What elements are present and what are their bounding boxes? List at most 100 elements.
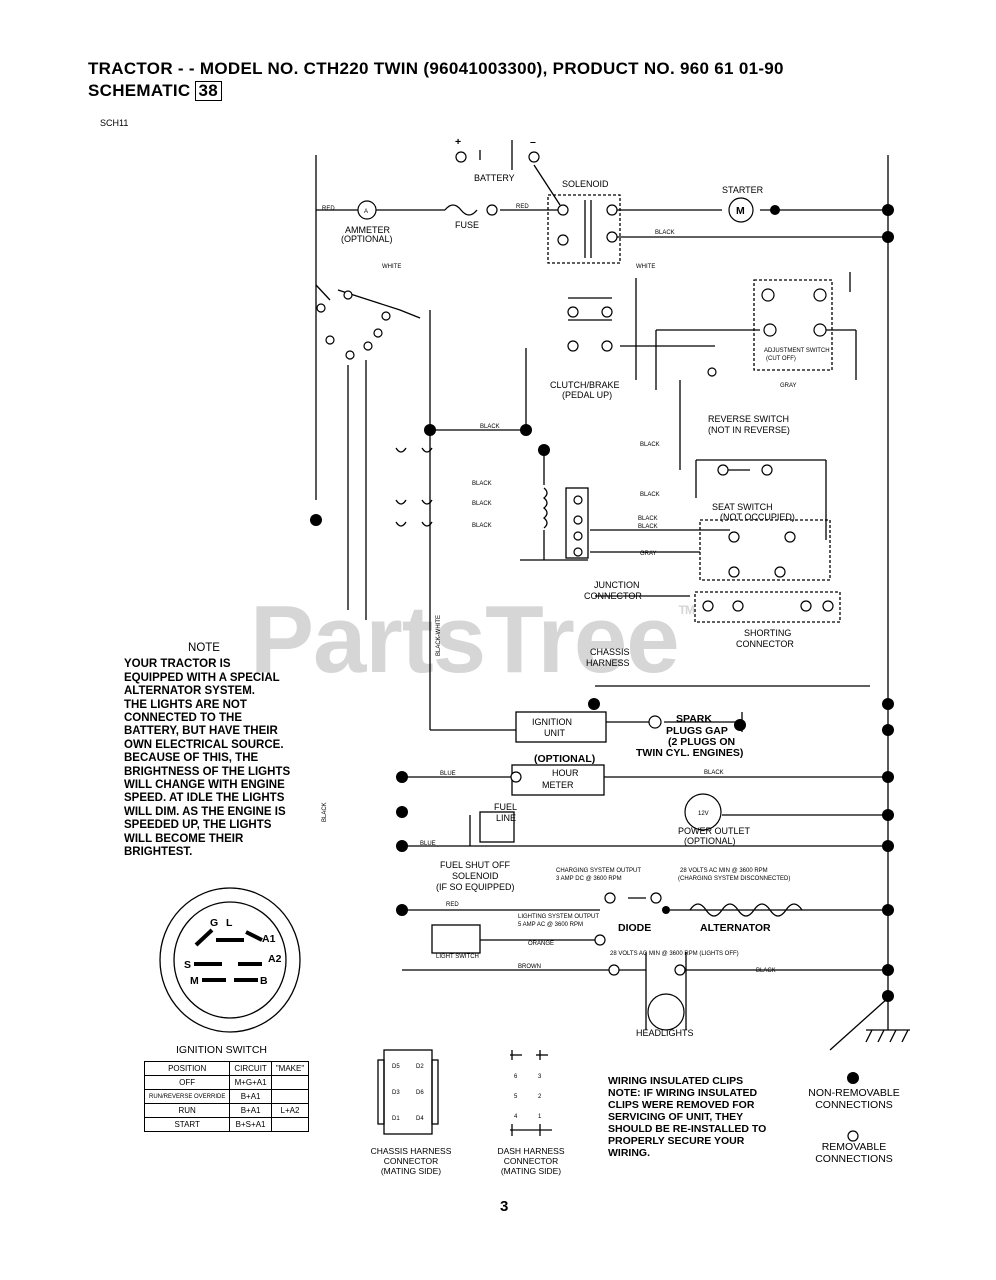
battery-label: BATTERY xyxy=(474,173,515,183)
wire-blue-label-2: BLUE xyxy=(420,841,436,847)
spark-gap-label: PLUGS GAP xyxy=(666,725,728,737)
legend-line: NON-REMOVABLE xyxy=(808,1087,900,1099)
wire-brown-label: BROWN xyxy=(518,964,541,970)
chassis-pin-d3: D3 xyxy=(392,1090,400,1096)
wire-red-label-2: RED xyxy=(516,204,529,210)
chassis-connector-line: (MATING SIDE) xyxy=(380,1166,442,1176)
note-title: NOTE xyxy=(188,642,220,654)
clips-note-line: CLIPS WERE REMOVED FOR xyxy=(608,1099,755,1111)
spark-engines-label: TWIN CYL. ENGINES) xyxy=(636,747,743,759)
lighting-output-sub-label: 5 AMP AC @ 3600 RPM xyxy=(518,922,583,928)
shorting-connector-label: SHORTING xyxy=(744,628,791,638)
dash-pin-1: 1 xyxy=(538,1114,542,1120)
table-cell: OFF xyxy=(143,1075,231,1090)
note-line: ALTERNATOR SYSTEM. xyxy=(124,685,255,698)
chassis-connector-line: CHASSIS HARNESS xyxy=(370,1146,452,1156)
ammeter-optional-label: (OPTIONAL) xyxy=(341,234,393,244)
clutch-brake-label: CLUTCH/BRAKE xyxy=(550,380,620,390)
note-line: THE LIGHTS ARE NOT xyxy=(124,698,247,711)
volts-label-1: 28 VOLTS AC MIN @ 3600 RPM xyxy=(680,868,768,874)
wire-white-label-1: WHITE xyxy=(382,264,401,270)
solenoid-label: SOLENOID xyxy=(562,179,609,189)
clips-note-line: NOTE: IF WIRING INSULATED xyxy=(608,1087,758,1099)
ignition-switch-title: IGNITION SWITCH xyxy=(176,1044,267,1056)
clutch-brake-sub-label: (PEDAL UP) xyxy=(562,390,612,400)
wire-black-label-e: BLACK xyxy=(640,492,660,498)
wire-black-label-h: BLACK xyxy=(704,770,724,776)
clips-note-line: SERVICING OF UNIT, THEY xyxy=(608,1111,744,1123)
dash-pin-2: 2 xyxy=(538,1094,542,1100)
table-cell xyxy=(270,1089,310,1104)
wire-black-label-top: BLACK xyxy=(655,230,675,236)
dash-pin-4: 4 xyxy=(514,1114,518,1120)
battery-minus-label: – xyxy=(530,136,536,148)
page-header: TRACTOR - - MODEL NO. CTH220 TWIN (96041… xyxy=(88,58,784,102)
chassis-pin-d1: D1 xyxy=(392,1116,400,1122)
legend-removable: REMOVABLE CONNECTIONS xyxy=(800,1141,908,1165)
wire-white-label-2: WHITE xyxy=(636,264,655,270)
chassis-connector-line: CONNECTOR xyxy=(383,1156,439,1166)
power-outlet-12v-label: 12V xyxy=(698,811,709,817)
clips-note-line: WIRING. xyxy=(608,1147,650,1159)
spark-plugs-label: (2 PLUGS ON xyxy=(668,736,735,748)
legend-non-removable: NON-REMOVABLE CONNECTIONS xyxy=(800,1087,908,1111)
spark-label: SPARK xyxy=(676,713,712,725)
light-switch-label: LIGHT SWITCH xyxy=(436,954,479,960)
chassis-pin-d5: D5 xyxy=(392,1064,400,1070)
reverse-switch-label: REVERSE SWITCH xyxy=(708,414,789,424)
adjustment-switch-label: ADJUSTMENT SWITCH xyxy=(764,348,830,354)
reverse-switch-sub-label: (NOT IN REVERSE) xyxy=(708,425,790,435)
wire-black-label-c: BLACK xyxy=(472,501,492,507)
wire-blue-label: BLUE xyxy=(440,771,456,777)
table-cell: B+A1 xyxy=(229,1103,272,1118)
wire-orange-label: ORANGE xyxy=(528,941,554,947)
dash-pin-6: 6 xyxy=(514,1074,518,1080)
legend-line: CONNECTIONS xyxy=(815,1153,893,1165)
junction-connector-sub-label: CONNECTOR xyxy=(584,591,642,601)
schematic-badge: 38 xyxy=(194,81,223,101)
table-header-cell: POSITION xyxy=(143,1061,231,1076)
legend-line: CONNECTIONS xyxy=(815,1099,893,1111)
table-cell xyxy=(270,1117,310,1132)
fuse-label: FUSE xyxy=(455,220,479,230)
ign-terminal-s: S xyxy=(184,959,191,971)
watermark-trademark: TM xyxy=(678,603,695,617)
chassis-harness-label: CHASSIS xyxy=(590,647,630,657)
fuel-solenoid-sub-label: SOLENOID xyxy=(452,871,499,881)
note-line: BRIGHTEST. xyxy=(124,846,193,859)
note-line: BECAUSE OF THIS, THE xyxy=(124,752,259,765)
note-line: SPEEDED UP, THE LIGHTS xyxy=(124,819,272,832)
clips-note-line: PROPERLY SECURE YOUR xyxy=(608,1135,745,1147)
page-number: 3 xyxy=(500,1198,509,1215)
table-cell xyxy=(270,1075,310,1090)
power-outlet-label: POWER OUTLET xyxy=(678,826,751,836)
diode-label: DIODE xyxy=(618,922,651,934)
note-line: OWN ELECTRICAL SOURCE. xyxy=(124,738,284,751)
note-line: YOUR TRACTOR IS xyxy=(124,658,231,671)
wire-black-label-d: BLACK xyxy=(472,523,492,529)
wire-black-label-a: BLACK xyxy=(640,442,660,448)
alternator-label: ALTERNATOR xyxy=(700,922,771,934)
starter-label: STARTER xyxy=(722,185,764,195)
shorting-connector-sub-label: CONNECTOR xyxy=(736,639,794,649)
dash-harness-connector-label: DASH HARNESS CONNECTOR (MATING SIDE) xyxy=(476,1146,586,1176)
ammeter-a-label: A xyxy=(364,209,368,215)
table-cell: M+G+A1 xyxy=(229,1075,272,1090)
wire-black-label-i: BLACK xyxy=(756,968,776,974)
hour-meter-label: HOUR xyxy=(552,768,579,778)
wire-red-label-3: RED xyxy=(446,902,459,908)
alternator-note: NOTE YOUR TRACTOR IS EQUIPPED WITH A SPE… xyxy=(124,642,324,860)
charging-output-sub-label: 3 AMP DC @ 3600 RPM xyxy=(556,876,622,882)
fuel-solenoid-label: FUEL SHUT OFF xyxy=(440,860,511,870)
table-cell: START xyxy=(143,1117,231,1132)
table-row: RUN B+A1 L+A2 xyxy=(143,1103,310,1118)
note-line: BRIGHTNESS OF THE LIGHTS xyxy=(124,765,291,778)
table-cell: RUN xyxy=(143,1103,231,1118)
junction-connector-label: JUNCTION xyxy=(594,580,640,590)
dash-connector-line: DASH HARNESS xyxy=(497,1146,565,1156)
watermark: PartsTreeTM xyxy=(250,585,695,695)
headlights-label: HEADLIGHTS xyxy=(636,1028,694,1038)
table-cell: RUN/REVERSE OVERRIDE xyxy=(143,1089,231,1104)
ignition-switch-table: POSITION CIRCUIT "MAKE" OFF M+G+A1 RUN/R… xyxy=(143,1061,310,1132)
